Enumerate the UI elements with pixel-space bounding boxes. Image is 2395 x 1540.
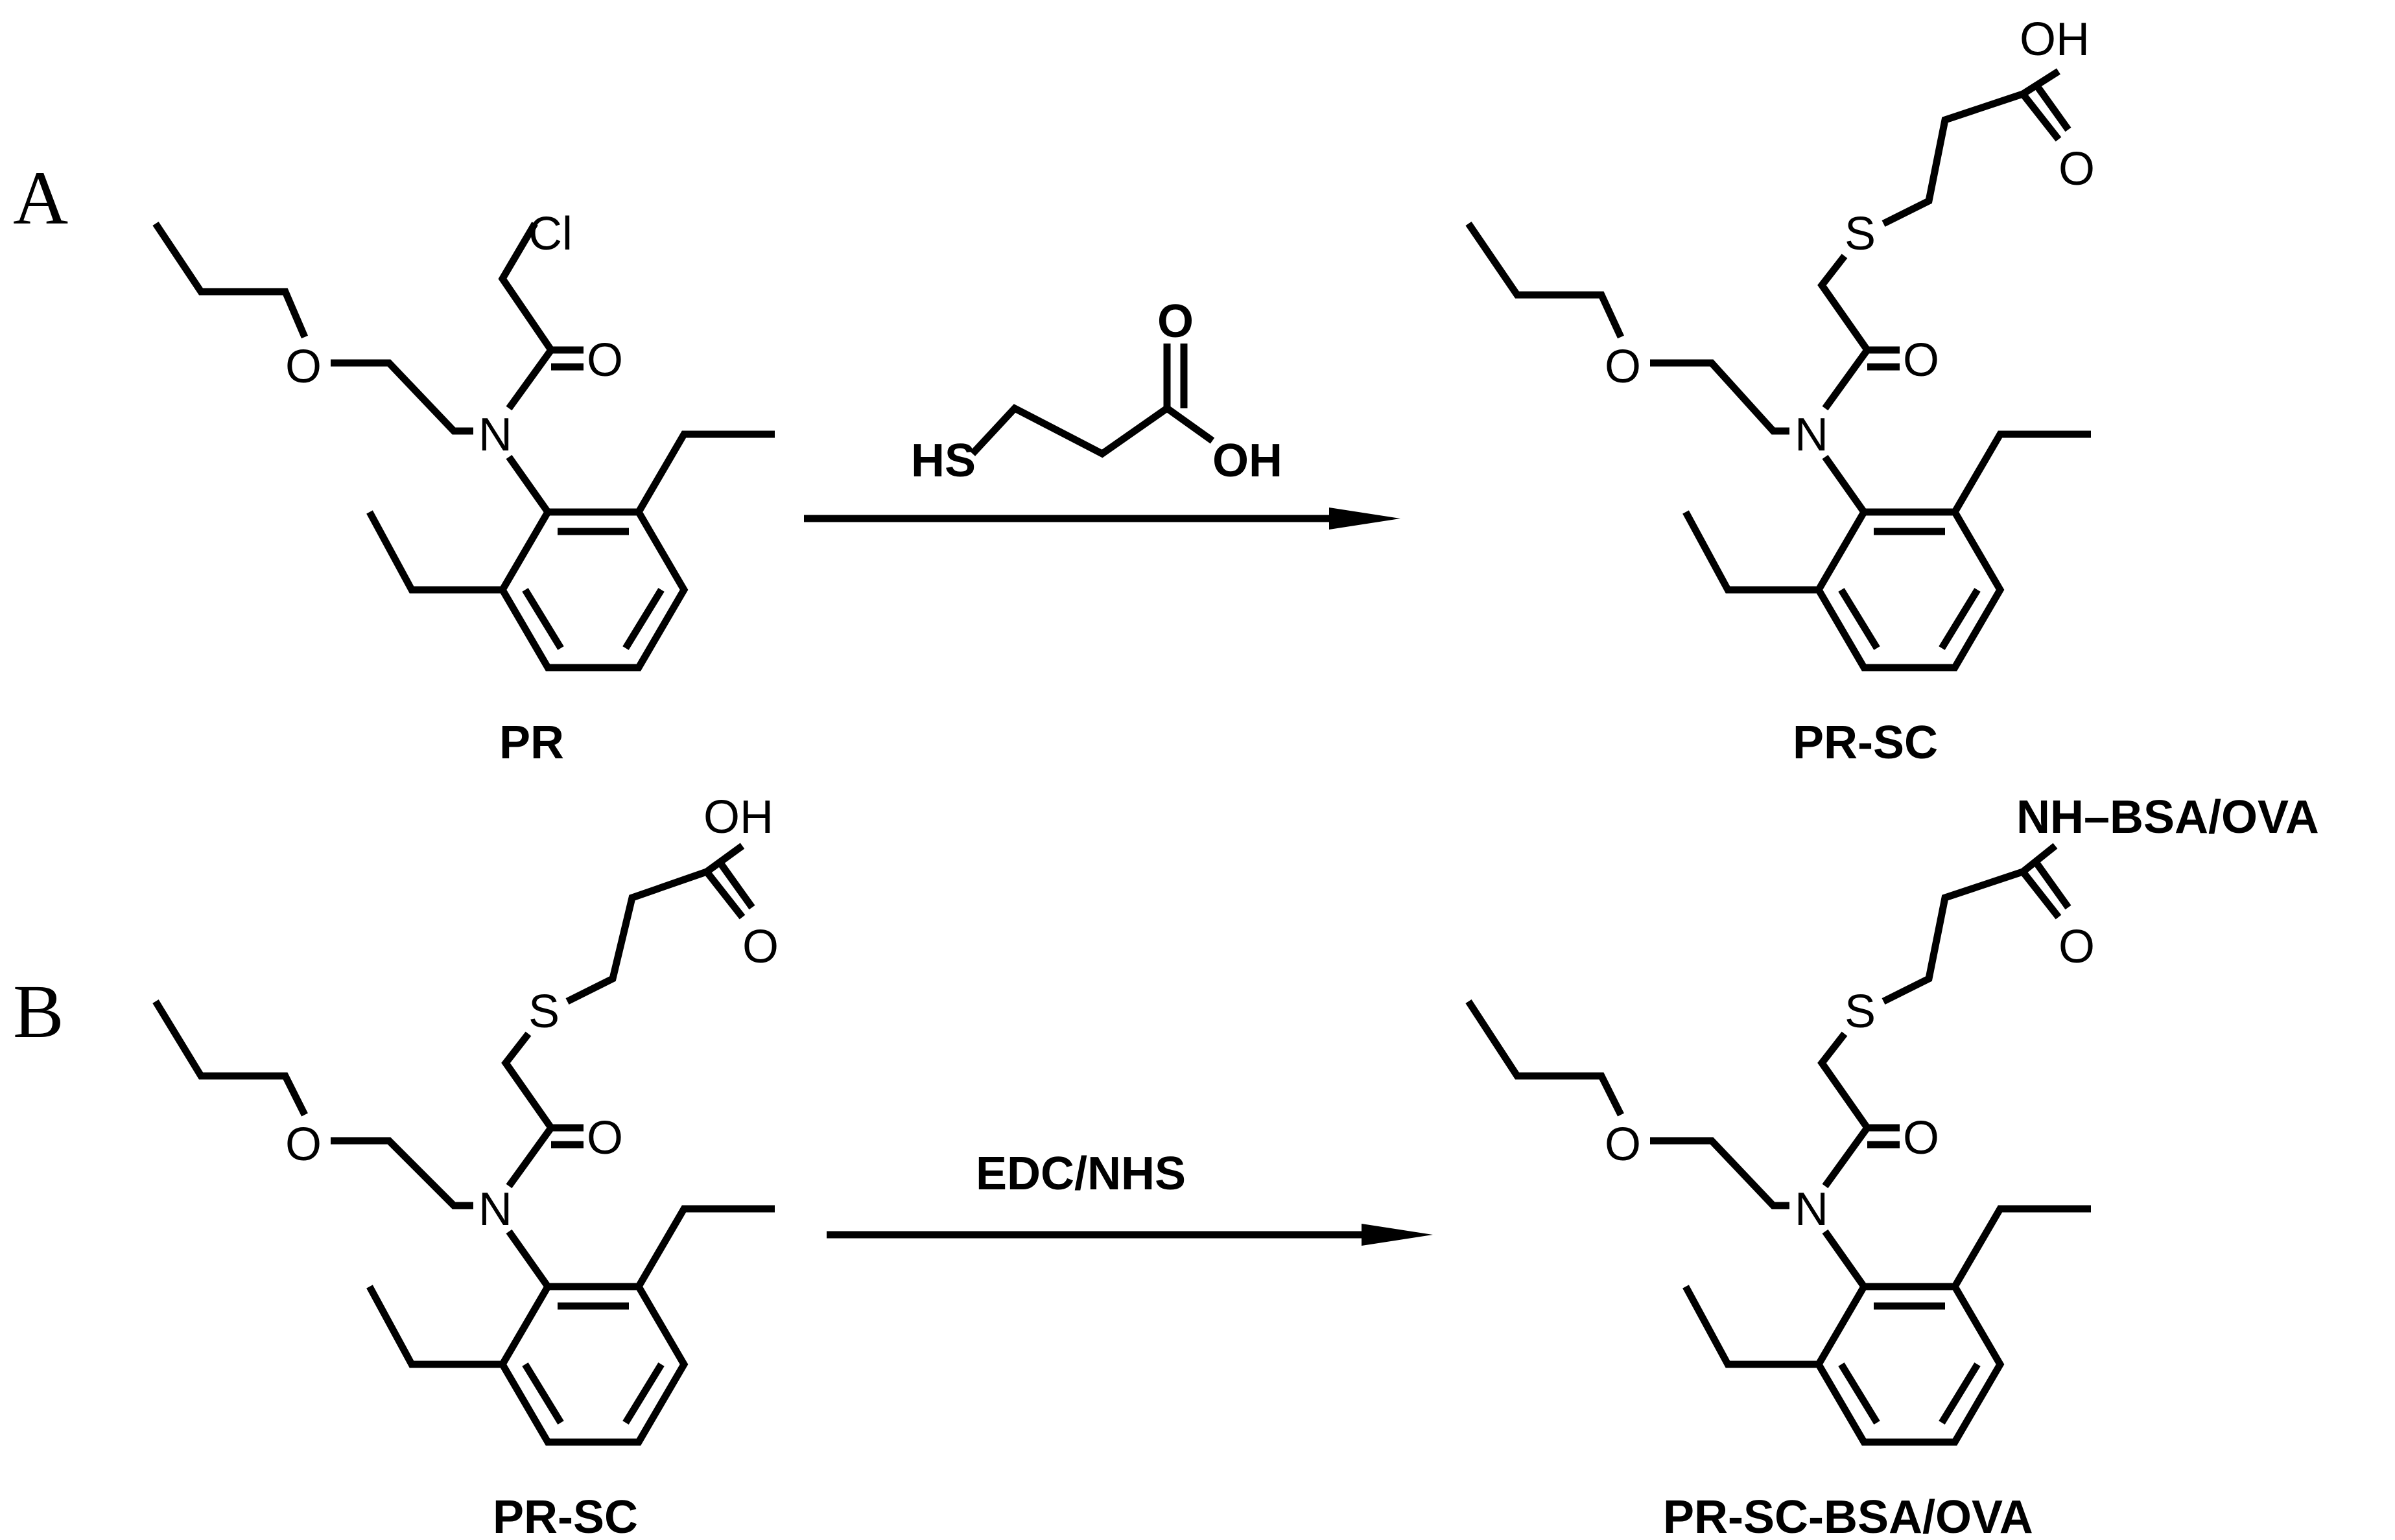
molecule-pr: O N O Cl [152, 208, 775, 671]
atom-s: S [1845, 986, 1876, 1038]
reagent-o: O [1157, 296, 1194, 347]
atom-o: O [1605, 341, 1641, 393]
molecule-pr-sc: O N O S OH O [1465, 14, 2095, 671]
atom-oh: OH [2020, 14, 2090, 65]
atom-nh-bsa-ova: NH–BSA/OVA [2016, 791, 2319, 843]
atom-oh: OH [703, 791, 773, 843]
atom-o: O [1903, 334, 1939, 386]
atom-o: O [2059, 143, 2095, 195]
atom-n: N [478, 1184, 512, 1235]
atom-n: N [1795, 409, 1828, 461]
reagent-oh: OH [1212, 435, 1282, 487]
atom-n: N [1795, 1184, 1828, 1235]
reaction-arrow-b [827, 1224, 1433, 1246]
compound-label-pr-sc-bsa-ova: PR-SC-BSA/OVA [1663, 1491, 2033, 1540]
panel-label-a: A [13, 156, 68, 240]
compound-label-pr: PR [499, 717, 564, 769]
compound-label-pr-sc-top: PR-SC [1793, 717, 1938, 769]
atom-o: O [587, 334, 623, 386]
atom-o: O [1903, 1112, 1939, 1164]
reagent-edc-nhs: EDC/NHS [976, 1148, 1186, 1200]
reagent-mercaptopropionic-acid: HS OH O [911, 296, 1282, 487]
atom-o: O [2059, 921, 2095, 973]
atom-o: O [285, 341, 322, 393]
compound-label-pr-sc-bottom: PR-SC [493, 1491, 638, 1540]
molecule-pr-sc-bsa-ova: O N O S NH–BSA/OVA O [1465, 791, 2319, 1446]
atom-cl: Cl [528, 208, 572, 260]
atom-o: O [285, 1119, 322, 1171]
atom-o: O [587, 1112, 623, 1164]
atom-s: S [528, 986, 560, 1038]
panel-label-b: B [13, 969, 64, 1054]
reaction-arrow-a [804, 508, 1400, 530]
reagent-hs: HS [911, 435, 976, 487]
atom-o: O [742, 921, 779, 973]
atom-s: S [1845, 208, 1876, 260]
atom-o: O [1605, 1119, 1641, 1171]
molecule-pr-sc-start: O N O S OH O [152, 791, 779, 1446]
atom-n: N [478, 409, 512, 461]
